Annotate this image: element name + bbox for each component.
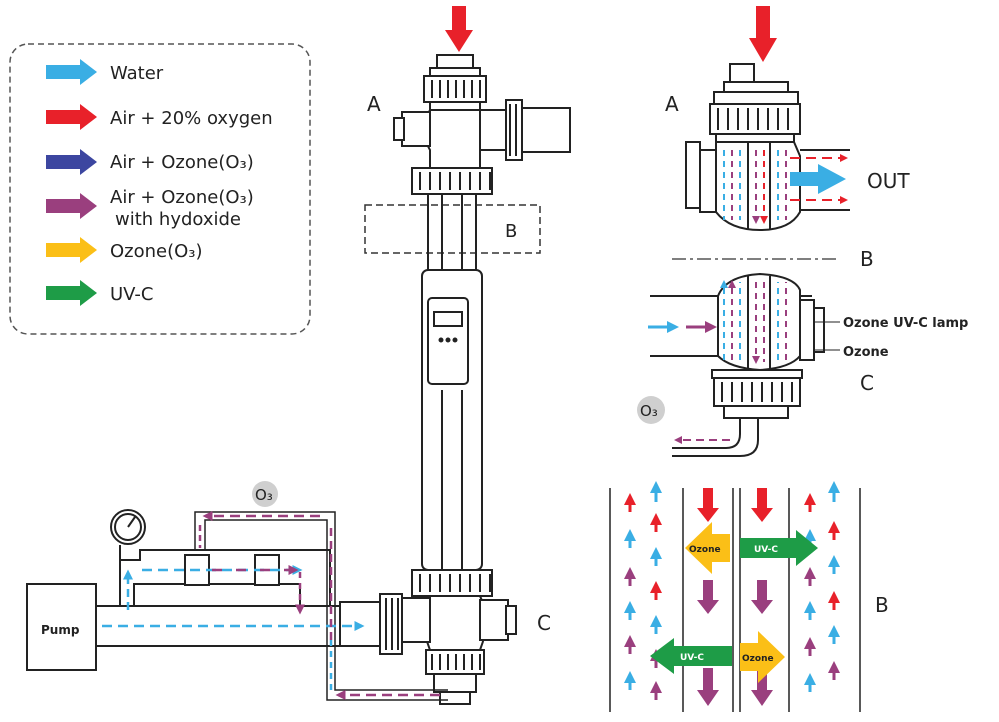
uvc-tag-1: UV-C	[754, 545, 778, 555]
legend-item-air-ozone: Air + Ozone(O₃)	[46, 149, 254, 175]
label-a-main: A	[367, 92, 381, 116]
generator-unit	[339, 6, 571, 705]
uvc-tag-2: UV-C	[680, 653, 704, 663]
legend-item-air-ozone-hydroxide: Air + Ozone(O₃) with hydoxide	[46, 187, 254, 230]
cross-section-b	[609, 488, 861, 712]
inlet-pipe	[339, 601, 381, 647]
bottom-upper-nut	[411, 569, 493, 597]
top-tee-body	[423, 109, 487, 169]
lamp-label: Ozone UV-C lamp	[843, 316, 968, 331]
cross-section-b-arrows	[624, 481, 840, 700]
o3-pipe-badge: O₃	[252, 481, 278, 507]
top-nut	[436, 54, 474, 70]
legend-label-air-ozone: Air + Ozone(O₃)	[110, 152, 254, 173]
air-inlet-arrow-icon	[445, 6, 473, 52]
legend-item-uvc: UV-C	[46, 280, 154, 306]
o3-pipe-label: O₃	[255, 486, 273, 504]
ozone-arrow-2-icon	[740, 631, 785, 683]
legend-label-hydroxide: with hydoxide	[115, 209, 241, 230]
detail-a-coupling	[709, 103, 801, 135]
section-b-box	[364, 204, 541, 254]
ozone-arrow-icon	[46, 237, 97, 263]
pump-label: Pump	[41, 623, 80, 637]
legend-item-air: Air + 20% oxygen	[46, 104, 273, 130]
water-arrow-icon	[46, 59, 97, 85]
uvc-arrow-2-icon	[650, 638, 732, 674]
detail-air-inlet-arrow-icon	[749, 6, 777, 62]
ozone-arrow-1-icon	[685, 522, 730, 574]
legend-box	[9, 43, 311, 335]
air-ozone-hydroxide-arrow-icon	[46, 193, 97, 219]
legend-item-ozone: Ozone(O₃)	[46, 237, 203, 263]
cross-section-b-big-arrows	[650, 488, 818, 706]
label-c-main: C	[537, 611, 551, 635]
display-screen	[433, 311, 463, 327]
detail-c-coupling	[713, 377, 801, 407]
ozone-tag-1: Ozone	[689, 545, 721, 555]
o3-detail-badge: O₃	[637, 396, 665, 424]
detail-water-out-arrow-icon	[790, 164, 846, 194]
label-b-divider: B	[860, 247, 874, 271]
label-b-main: B	[505, 221, 517, 242]
o3-detail-label: O₃	[640, 402, 658, 420]
legend-label-water: Water	[110, 63, 164, 84]
label-b-cross: B	[875, 593, 889, 617]
air-ozone-arrow-icon	[46, 149, 97, 175]
outlet-pipe	[521, 107, 571, 153]
legend-label-air: Air + 20% oxygen	[110, 108, 273, 129]
detail-c	[650, 272, 840, 457]
pipe-flow-arrows	[102, 511, 440, 700]
detail-a-flow	[723, 150, 848, 224]
air-arrow-icon	[46, 104, 97, 130]
ozone-tag-2: Ozone	[742, 654, 774, 664]
pump-box	[26, 583, 97, 671]
legend-label-air-ozone-hydroxide: Air + Ozone(O₃)	[110, 187, 254, 208]
legend: Water Air + 20% oxygen Air + Ozone(O₃) A…	[9, 43, 311, 335]
legend-item-water: Water	[46, 59, 164, 85]
detail-a	[685, 6, 850, 232]
ozone-pointer-label: Ozone	[843, 345, 889, 360]
legend-label-ozone: Ozone(O₃)	[110, 241, 203, 262]
label-a-detail: A	[665, 92, 679, 116]
uvc-arrow-icon	[46, 280, 97, 306]
bottom-tee-body	[423, 595, 487, 651]
label-c-detail: C	[860, 371, 874, 395]
uvc-arrow-1-icon	[740, 530, 818, 566]
label-out: OUT	[867, 169, 910, 193]
outlet-nut	[505, 99, 523, 161]
detail-c-flow	[648, 280, 787, 444]
legend-label-uvc: UV-C	[110, 284, 154, 305]
